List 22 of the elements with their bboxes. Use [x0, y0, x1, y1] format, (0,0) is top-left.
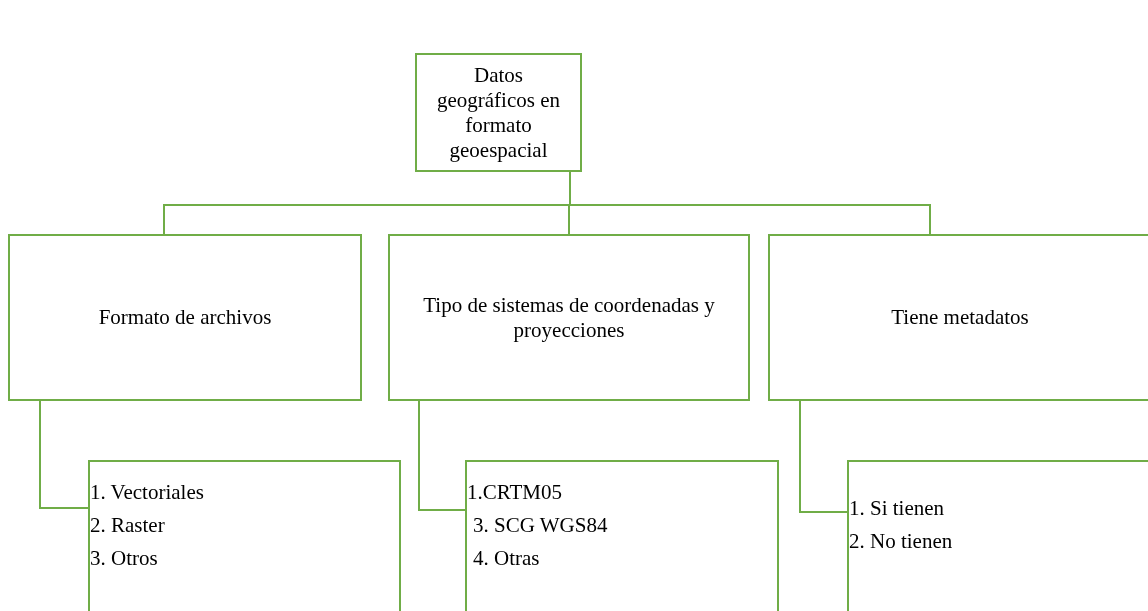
list-item: 1. Vectoriales [90, 479, 204, 506]
list-item: 2. No tienen [849, 528, 953, 555]
box-title: Tipo de sistemas de coordenadas y proyecciones [422, 292, 716, 343]
list-item: 1. Si tienen [849, 495, 945, 522]
box-title: Tiene metadatos [891, 305, 1029, 330]
list-box [88, 460, 401, 611]
topic-box [768, 234, 1148, 401]
list-box [847, 460, 1148, 611]
list-item: 1.CRTM05 [467, 479, 562, 506]
connector-line [418, 400, 466, 511]
topic-box [415, 53, 582, 172]
list-item: 2. Raster [90, 512, 165, 539]
connector-line [39, 400, 89, 509]
list-item: 3. SCG WGS84 [472, 512, 608, 539]
connector-line [799, 400, 848, 513]
topic-box [388, 234, 750, 401]
list-box [465, 460, 779, 611]
topic-box [8, 234, 362, 401]
list-item: 3. Otros [90, 545, 158, 572]
box-title: Datos geográficos en formato geoespacial [436, 62, 561, 163]
list-item: 4. Otras [472, 545, 540, 572]
box-title: Formato de archivos [98, 305, 272, 330]
